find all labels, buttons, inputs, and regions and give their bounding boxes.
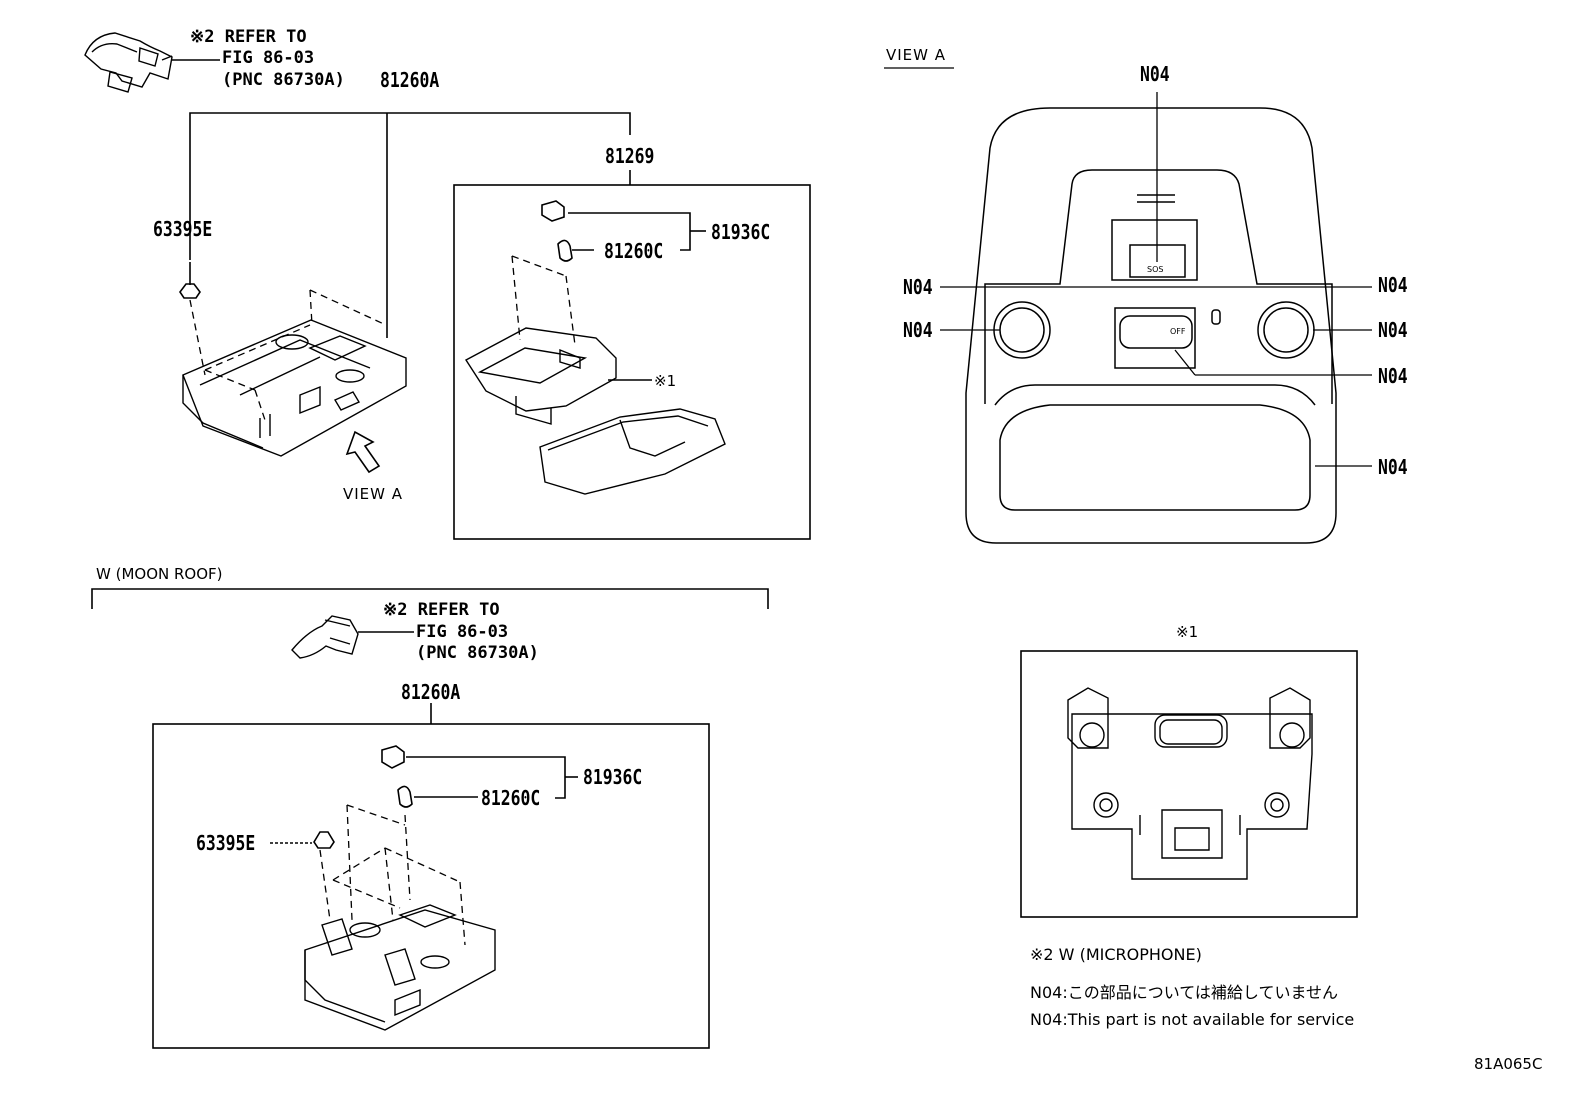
box-detail1 <box>1020 650 1358 918</box>
part-label-81936C-moonroof: 81936C <box>583 765 643 789</box>
part-label-81269: 81269 <box>605 144 655 168</box>
part-label-63395E-top: 63395E <box>153 217 213 241</box>
dashed-guides-box1 <box>511 255 576 346</box>
part-label-81260C-moonroof: 81260C <box>481 786 541 810</box>
view-a-leaders <box>940 92 1372 467</box>
refer-line3-moonroof: (PNC 86730A) <box>416 643 539 663</box>
n04-label-right-2: N04 <box>1378 318 1408 342</box>
housing-box1 <box>464 327 726 495</box>
note-n04-japanese: N04:この部品については補給していません <box>1030 983 1338 1002</box>
note-microphone: ※2 W (MICROPHONE) <box>1030 945 1202 964</box>
view-a-console <box>965 107 1337 544</box>
dashed-guides-top <box>189 289 387 421</box>
figure-code: 81A065C <box>1474 1055 1543 1073</box>
console-assembly-top <box>182 319 407 457</box>
n04-label-right-4: N04 <box>1378 455 1408 479</box>
n04-label-left-upper: N04 <box>903 275 933 299</box>
off-switch-label: OFF <box>1170 327 1186 336</box>
n04-label-top: N04 <box>1140 62 1170 86</box>
bulb-81260C-moonroof <box>397 785 413 808</box>
part-label-81260C-top: 81260C <box>604 239 664 263</box>
part-label-63395E-moonroof: 63395E <box>196 831 256 855</box>
switch-81936C-moonroof <box>381 745 405 769</box>
leader-81260A-top <box>189 112 631 260</box>
console-assembly-moonroof <box>304 904 496 1031</box>
n04-label-right-1: N04 <box>1378 273 1408 297</box>
clip-63395E-top <box>179 262 201 299</box>
microphone-part-moonroof <box>291 615 359 659</box>
bulb-81260C-top <box>557 239 573 262</box>
refer-line2-moonroof: FIG 86-03 <box>416 622 509 642</box>
moon-roof-header: W (MOON ROOF) <box>96 565 223 583</box>
view-a-arrow-label: VIEW A <box>343 485 404 503</box>
view-a-arrow <box>345 430 381 474</box>
n04-label-right-3: N04 <box>1378 364 1408 388</box>
part-label-81260A-top: 81260A <box>380 68 440 92</box>
ref1-label: ※1 <box>654 372 677 390</box>
box-moon-roof <box>152 723 710 1049</box>
switch-81936C-top <box>541 200 565 222</box>
part-label-81260A-moonroof: 81260A <box>401 680 461 704</box>
box-81269 <box>453 184 811 540</box>
refer-line1-moonroof: ※2 REFER TO <box>383 600 500 620</box>
refer-line3-top: (PNC 86730A) <box>222 70 345 90</box>
view-a-title: VIEW A <box>886 46 947 64</box>
dashed-guides-moonroof <box>319 804 466 946</box>
detail1-part <box>1067 687 1313 880</box>
n04-label-left-lower: N04 <box>903 318 933 342</box>
note-n04-english: N04:This part is not available for servi… <box>1030 1010 1355 1029</box>
microphone-part-top <box>84 32 173 93</box>
refer-line1-top: ※2 REFER TO <box>190 27 307 47</box>
clip-63395E-moonroof <box>313 831 335 849</box>
detail1-title: ※1 <box>1176 623 1199 641</box>
part-label-81936C-top: 81936C <box>711 220 771 244</box>
moon-roof-bracket <box>91 588 769 609</box>
refer-line2-top: FIG 86-03 <box>222 48 315 68</box>
sos-button-label: SOS <box>1147 265 1164 274</box>
